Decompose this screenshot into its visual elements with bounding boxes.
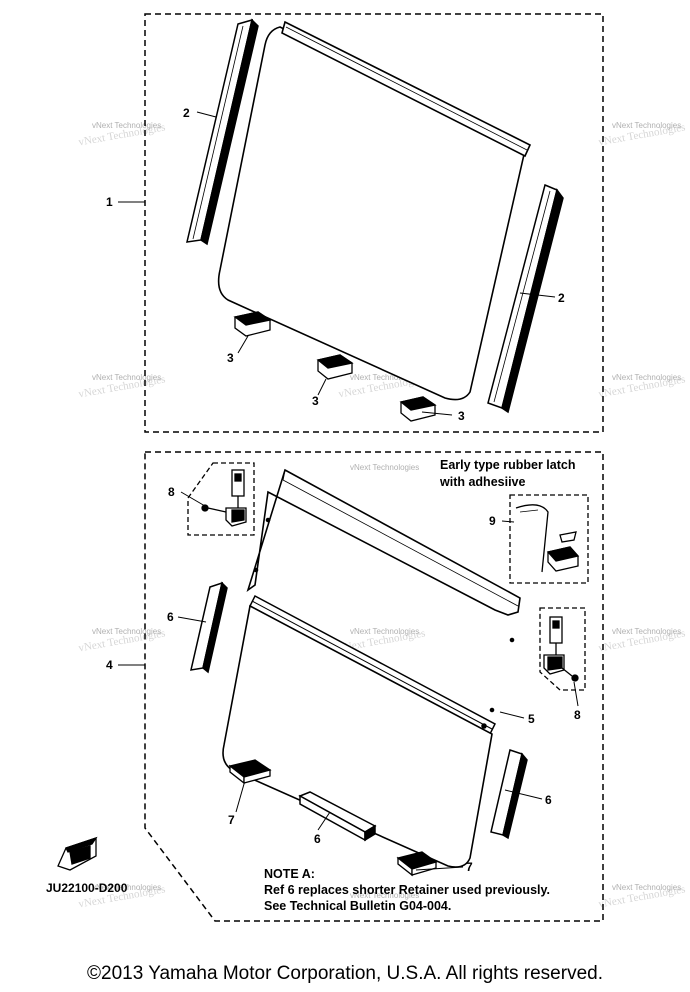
svg-text:vNext Technologies: vNext Technologies	[92, 373, 161, 382]
right-latch-kit	[539, 607, 586, 691]
top-windshield-panel	[217, 20, 532, 401]
diagram-code: JU22100-D200	[46, 881, 128, 895]
svg-text:vNext Technologies: vNext Technologies	[612, 883, 681, 892]
callout-5: 5	[528, 712, 535, 726]
callout-3-right: 3	[458, 409, 465, 423]
note-a-line2: See Technical Bulletin G04-004.	[264, 899, 451, 913]
svg-text:vNext Technologies: vNext Technologies	[612, 627, 681, 636]
callout-8-left: 8	[168, 485, 175, 499]
top-assembly: 1 2 2 3 3 3	[106, 13, 604, 433]
note-a-title: NOTE A:	[264, 867, 315, 881]
early-type-note-line2: with adhesiive	[439, 475, 525, 489]
svg-text:vNext Technologies: vNext Technologies	[92, 883, 161, 892]
callout-9: 9	[489, 514, 496, 528]
svg-text:vNext Technologies: vNext Technologies	[92, 627, 161, 636]
left-latch-kit	[187, 462, 255, 536]
callout-2-left: 2	[183, 106, 190, 120]
bottom-right-retainer	[490, 749, 528, 840]
early-type-note-line1: Early type rubber latch	[440, 458, 575, 472]
top-left-retainer	[186, 18, 259, 246]
svg-text:vNext Technologies: vNext Technologies	[92, 121, 161, 130]
top-latch-clip	[233, 311, 272, 337]
top-assembly-boundary	[144, 13, 604, 433]
callout-4: 4	[106, 658, 113, 672]
bottom-latch-pad	[396, 851, 438, 877]
callout-6-left: 6	[167, 610, 174, 624]
watermark: vNext Technologies	[350, 891, 419, 900]
callout-8-right: 8	[574, 708, 581, 722]
callout-1: 1	[106, 195, 113, 209]
copyright: ©2013 Yamaha Motor Corporation, U.S.A. A…	[87, 963, 603, 984]
callout-2-right: 2	[558, 291, 565, 305]
callout-6-bottom: 6	[314, 832, 321, 846]
svg-text:vNext Technologies: vNext Technologies	[350, 891, 419, 900]
callout-3-center: 3	[312, 394, 319, 408]
bottom-upper-panel	[246, 468, 521, 713]
watermark: vNext Technologies	[350, 463, 419, 472]
note-a-line1: Ref 6 replaces shorter Retainer used pre…	[264, 883, 550, 897]
svg-text:vNext Technologies: vNext Technologies	[350, 627, 419, 636]
svg-text:vNext Technologies: vNext Technologies	[612, 121, 681, 130]
top-latch-clip	[399, 396, 437, 422]
callout-7-right: 7	[466, 860, 473, 874]
early-type-latch-kit	[509, 494, 589, 584]
bottom-left-retainer	[190, 581, 228, 674]
callout-7-left: 7	[228, 813, 235, 827]
bottom-lower-panel	[222, 604, 493, 868]
top-latch-clip	[316, 354, 354, 380]
svg-text:vNext Technologies: vNext Technologies	[350, 463, 419, 472]
top-right-retainer	[487, 183, 564, 414]
bottom-assembly: 4 6 8 9 5 8 6 6 7 7 Early type rubber la…	[106, 451, 604, 922]
callout-6-right: 6	[545, 793, 552, 807]
orientation-icon	[57, 836, 98, 871]
svg-text:vNext Technologies: vNext Technologies	[350, 373, 419, 382]
bottom-leader-lines	[118, 491, 579, 871]
bottom-assembly-boundary	[144, 451, 604, 922]
bottom-retainer	[298, 791, 377, 842]
bottom-latch-pad	[228, 759, 272, 785]
callout-3-left: 3	[227, 351, 234, 365]
svg-text:vNext Technologies: vNext Technologies	[612, 373, 681, 382]
top-leader-lines	[118, 111, 556, 416]
